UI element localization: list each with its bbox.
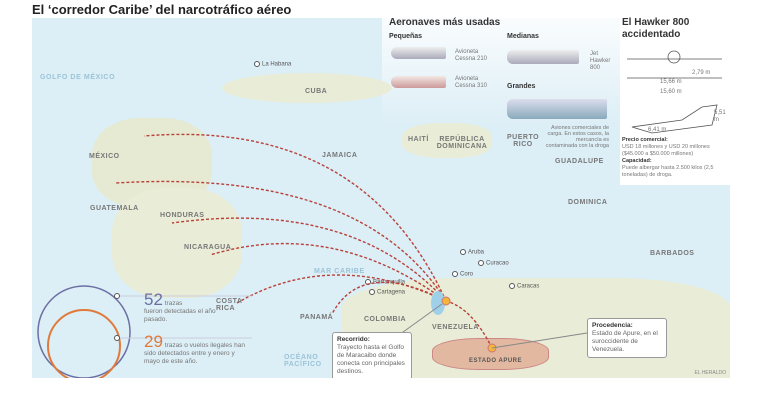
- circle-this-year: [47, 309, 121, 378]
- country-label: NICARAGUA: [184, 244, 232, 251]
- marker: [114, 293, 120, 299]
- dimension: 5,51 m: [714, 110, 726, 123]
- circle-last-year: [37, 285, 131, 378]
- aircraft-label: Avioneta Cessna 310: [455, 76, 488, 89]
- callout-line: [491, 332, 588, 349]
- city-label: Coro: [452, 271, 473, 278]
- route-callout: Recorrido:Trayecto hasta el Golfo de Mar…: [332, 332, 412, 378]
- aircraft-panel: Aeronaves más usadas Pequeñas Avioneta C…: [385, 15, 611, 149]
- large-heading: Grandes: [507, 83, 536, 90]
- origin-callout: Procedencia:Estado de Apure, en el suroc…: [587, 318, 667, 358]
- country-label: GUATEMALA: [90, 205, 139, 212]
- hawker-heading: El Hawker 800 accidentado: [622, 17, 690, 40]
- stat-number: 52: [144, 290, 163, 309]
- sea-label: OCÉANO PACÍFICO: [284, 354, 322, 368]
- capacity-text: Puede albergar hasta 2.500 kilos (2,5 to…: [622, 165, 714, 178]
- country-label: REPÚBLICA DOMINICANA: [436, 136, 488, 150]
- hawker-panel: El Hawker 800 accidentado 2,79 m 15,66 m…: [620, 15, 730, 185]
- route-text: Trayecto hasta el Golfo de Maracaibo don…: [337, 344, 405, 375]
- route-line: [115, 180, 447, 302]
- land-cuba: [222, 73, 392, 103]
- cessna-210-image: [391, 47, 446, 59]
- country-label: CUBA: [305, 88, 328, 95]
- origin-label: Procedencia:: [592, 322, 633, 329]
- credit: EL HERALDO: [694, 370, 727, 376]
- page-title: El ‘corredor Caribe’ del narcotráfico aé…: [32, 2, 292, 17]
- country-label: COLOMBIA: [364, 316, 407, 323]
- country-label: DOMINICA: [568, 199, 608, 206]
- price-text: USD 18 millones y USD 20 millones ($45.0…: [622, 144, 710, 157]
- flight-routes: [115, 133, 588, 353]
- stat-text: trazas o vuelos ilegales han sido detect…: [144, 342, 245, 365]
- stat-text: trazas: [164, 300, 183, 307]
- city-label: Caracas: [509, 283, 539, 290]
- origin-text: Estado de Apure, en el suroccidente de V…: [592, 330, 658, 353]
- stat-number: 29: [144, 332, 163, 351]
- country-label: HAITÍ: [408, 136, 429, 143]
- route-line: [331, 281, 447, 315]
- country-label: PUERTO RICO: [507, 134, 540, 148]
- hawker-image: [507, 50, 579, 64]
- country-label: VENEZUELA: [432, 324, 479, 331]
- city-label: Curacao: [478, 260, 509, 267]
- country-label: COSTA RICA: [216, 298, 243, 312]
- sea-label: MAR CARIBE: [314, 268, 365, 275]
- country-label: PANAMÁ: [300, 314, 334, 321]
- hawker-diagram: [627, 50, 722, 134]
- country-label: JAMAICA: [322, 152, 358, 159]
- cargo-plane-image: [507, 99, 607, 119]
- sea-label: GOLFO DE MÉXICO: [40, 74, 116, 81]
- route-label: Recorrido:: [337, 336, 370, 343]
- aircraft-label: Avioneta Cessna 210: [455, 49, 488, 62]
- aircraft-heading: Aeronaves más usadas: [389, 17, 501, 28]
- route-line: [143, 133, 447, 302]
- aircraft-label: Jet Hawker 800: [590, 51, 611, 71]
- medium-heading: Medianas: [507, 33, 539, 40]
- city-label: Aruba: [460, 249, 484, 256]
- city-label: Cartagena: [369, 289, 405, 296]
- land-central-america: [112, 188, 242, 298]
- land-hispaniola: [402, 123, 492, 158]
- stat-this-year: 29 trazas o vuelos ilegales han sido det…: [144, 333, 252, 366]
- dimension: 15,66 m: [660, 79, 682, 85]
- estado-apure-region: [432, 338, 549, 370]
- country-label: HONDURAS: [160, 212, 205, 219]
- country-label: MÉXICO: [89, 153, 120, 160]
- aircraft-label: Aviones comerciales de carga. En estos c…: [545, 125, 609, 149]
- dimension: 2,79 m: [692, 70, 711, 76]
- capacity-label: Capacidad:: [622, 158, 652, 164]
- stat-text: fueron detectadas el año pasado.: [144, 308, 216, 323]
- country-label: BARBADOS: [650, 250, 695, 257]
- origin-marker: [441, 296, 451, 306]
- stats-circles: [37, 285, 252, 378]
- hawker-info: Precio comercial: USD 18 millones y USD …: [622, 137, 730, 179]
- city-label: La Habana: [254, 61, 291, 68]
- route-line: [445, 300, 493, 349]
- dimension: 15,60 m: [660, 89, 682, 95]
- country-label: ESTADO APURE: [469, 358, 523, 364]
- dimension: 6,41 m: [648, 127, 667, 133]
- country-label: GUADALUPE: [555, 158, 604, 165]
- route-line: [171, 217, 447, 302]
- price-label: Precio comercial:: [622, 137, 668, 143]
- marker: [114, 335, 120, 341]
- cessna-310-image: [391, 76, 446, 88]
- small-heading: Pequeñas: [389, 33, 423, 40]
